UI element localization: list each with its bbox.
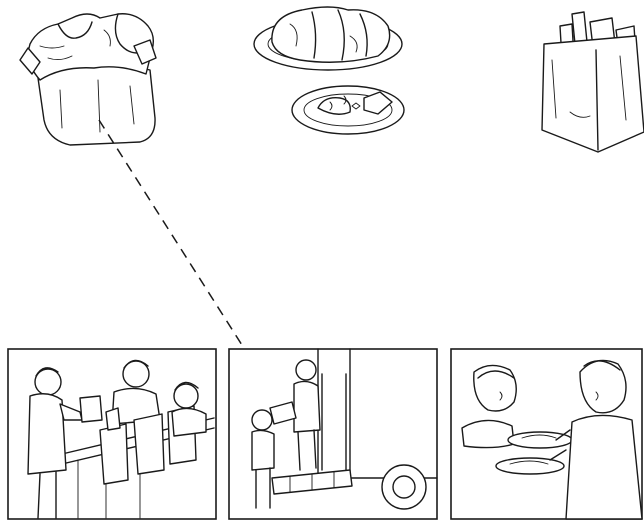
- truck-unloading-scene-icon[interactable]: [228, 348, 438, 520]
- clothing-bag-icon[interactable]: [19, 13, 157, 146]
- serving-meals-scene-icon[interactable]: [450, 348, 643, 520]
- grocery-bag-icon[interactable]: [541, 11, 644, 153]
- food-bank-scene-icon[interactable]: [7, 348, 217, 520]
- food-plates-icon[interactable]: [253, 6, 405, 135]
- connector-line: [98, 119, 269, 387]
